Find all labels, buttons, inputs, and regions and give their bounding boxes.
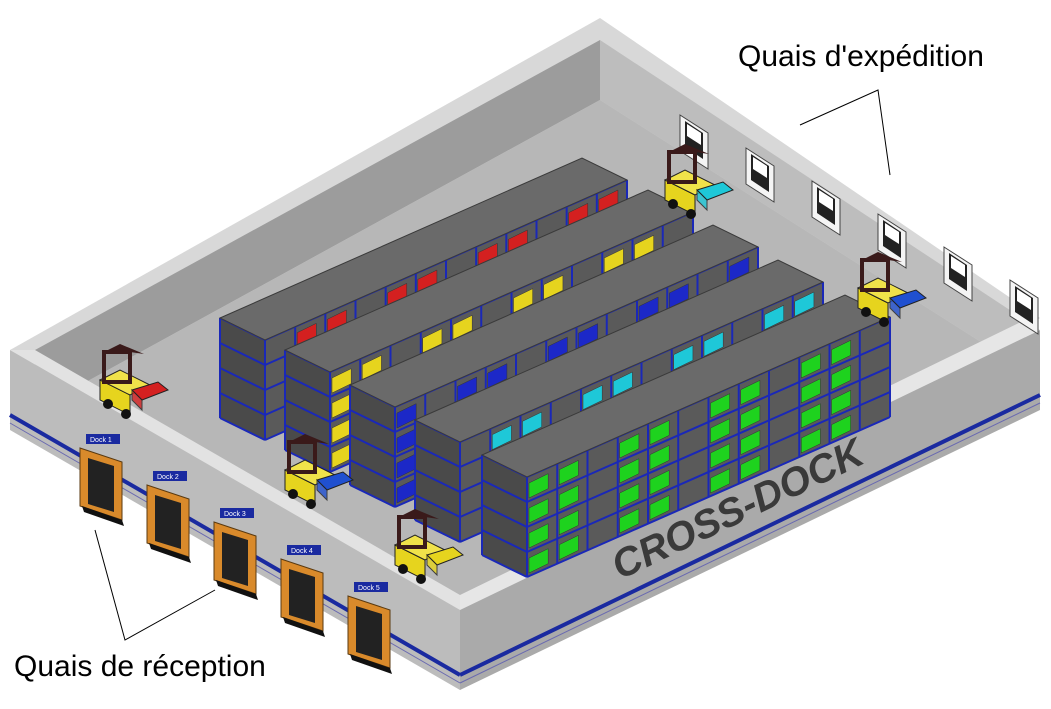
wall-front-right — [460, 330, 1040, 690]
receiving-dock: Dock 3 — [213, 508, 258, 600]
shipping-door — [679, 114, 709, 170]
dock-label: Dock 3 — [224, 511, 246, 518]
shipping-door — [877, 213, 907, 269]
receiving-dock: Dock 4 — [280, 545, 325, 637]
shipping-door — [943, 246, 973, 302]
dock-sign — [220, 508, 254, 518]
receiving-callout-line — [94, 529, 216, 641]
storage-racks — [218, 157, 892, 578]
shipping-door — [745, 147, 775, 203]
rack-row-green — [480, 294, 892, 578]
dock-sign — [153, 471, 187, 481]
receiving-dock: Dock 2 — [146, 471, 191, 563]
callout-lines — [94, 89, 891, 641]
shipping-door — [1009, 279, 1039, 335]
shipping-dock-doors — [679, 114, 1039, 335]
stripe-front-right-2 — [459, 402, 1041, 684]
dock-sign — [86, 434, 120, 444]
stripe-front-right — [459, 393, 1041, 677]
forklifts — [98, 144, 927, 584]
forklift — [283, 434, 354, 509]
dock-label: Dock 1 — [90, 437, 112, 444]
forklift — [856, 252, 927, 327]
receiving-dock: Dock 5 — [347, 582, 392, 674]
dock-label: Dock 5 — [358, 585, 380, 592]
receiving-dock: Dock 1 — [79, 434, 124, 526]
dock-label: Dock 2 — [157, 474, 179, 481]
forklift — [393, 509, 464, 584]
receiving-docks-label: Quais de réception — [14, 650, 266, 683]
forklift — [663, 144, 734, 219]
receiving-dock-doors: Dock 1 Dock 2 Dock 3 Dock 4 Dock 5 — [79, 434, 392, 674]
dock-sign — [287, 545, 321, 555]
shipping-callout-line — [799, 89, 891, 176]
dock-sign — [354, 582, 388, 592]
shipping-docks-label: Quais d'expédition — [738, 40, 984, 73]
forklift — [98, 344, 169, 419]
dock-label: Dock 4 — [291, 548, 313, 555]
shipping-door — [811, 180, 841, 236]
wall-inner-back-left — [35, 40, 600, 410]
